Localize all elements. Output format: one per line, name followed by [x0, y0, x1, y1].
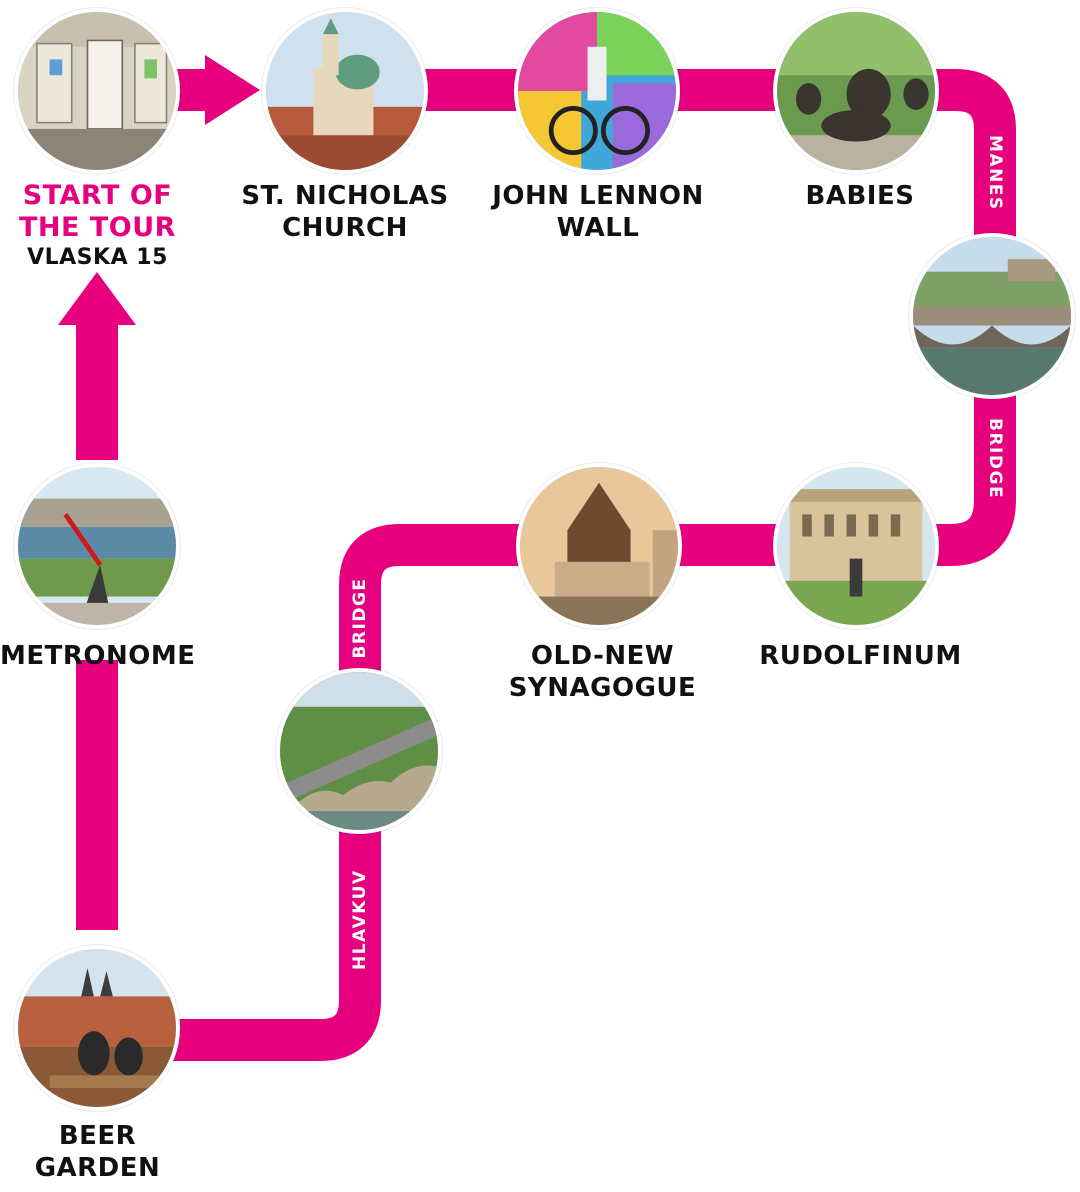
street-label-bridge-middle: BRIDGE [350, 577, 370, 659]
label-synagogue-line1: OLD-NEW [530, 641, 675, 671]
label-metronome-line1: METRONOME [0, 641, 196, 671]
label-synagogue: OLD-NEW SYNAGOGUE [490, 640, 715, 704]
label-rudolfinum-line1: RUDOLFINUM [759, 641, 962, 671]
label-start-line2: THE TOUR [19, 212, 176, 243]
road-bridge-icon [280, 672, 438, 830]
city-view-beer-icon [18, 949, 176, 1107]
label-lennon: JOHN LENNON WALL [478, 180, 718, 244]
stop-photo-lennon[interactable] [514, 8, 680, 174]
bridge-castle-icon [913, 237, 1071, 395]
label-beer: BEER GARDEN [10, 1120, 185, 1184]
label-beer-line2: GARDEN [34, 1153, 161, 1183]
label-rudolfinum: RUDOLFINUM [748, 640, 973, 672]
bronze-babies-icon [777, 12, 935, 170]
gothic-synagogue-icon [520, 467, 678, 625]
street-label-hlavkuv: HLAVKUV [350, 869, 370, 970]
stop-photo-start[interactable] [14, 8, 180, 174]
label-start: START OF THE TOUR VLASKA 15 [5, 180, 190, 272]
arrow-up-icon [58, 272, 136, 325]
stop-photo-rudolfinum[interactable] [773, 463, 939, 629]
church-icon [266, 12, 424, 170]
shop-front-icon [18, 12, 176, 170]
label-beer-line1: BEER [58, 1121, 137, 1151]
label-start-line1: START OF [22, 180, 173, 211]
graffiti-wall-icon [518, 12, 676, 170]
label-babies: BABIES [770, 180, 950, 212]
label-metronome: METRONOME [0, 640, 195, 672]
stop-photo-babies[interactable] [773, 8, 939, 174]
stop-photo-hlavkuv[interactable] [276, 668, 442, 834]
label-lennon-line2: WALL [556, 213, 640, 243]
label-nicholas-line1: ST. NICHOLAS [241, 181, 449, 211]
stop-photo-metronome[interactable] [14, 463, 180, 629]
street-label-bridge-right: BRIDGE [985, 418, 1005, 500]
stop-photo-synagogue[interactable] [516, 463, 682, 629]
label-start-address: VLASKA 15 [27, 245, 168, 270]
stop-photo-manes[interactable] [909, 233, 1075, 399]
label-nicholas-line2: CHURCH [282, 213, 408, 243]
label-nicholas: ST. NICHOLAS CHURCH [225, 180, 465, 244]
arrow-right-icon [205, 55, 260, 125]
label-synagogue-line2: SYNAGOGUE [508, 673, 697, 703]
stop-photo-nicholas[interactable] [262, 8, 428, 174]
street-label-manes: MANES [985, 135, 1005, 211]
label-babies-line1: BABIES [805, 181, 915, 211]
stop-photo-beer[interactable] [14, 945, 180, 1111]
metronome-icon [18, 467, 176, 625]
concert-hall-icon [777, 467, 935, 625]
route-segment-top [150, 69, 1016, 1061]
label-lennon-line1: JOHN LENNON [492, 181, 704, 211]
